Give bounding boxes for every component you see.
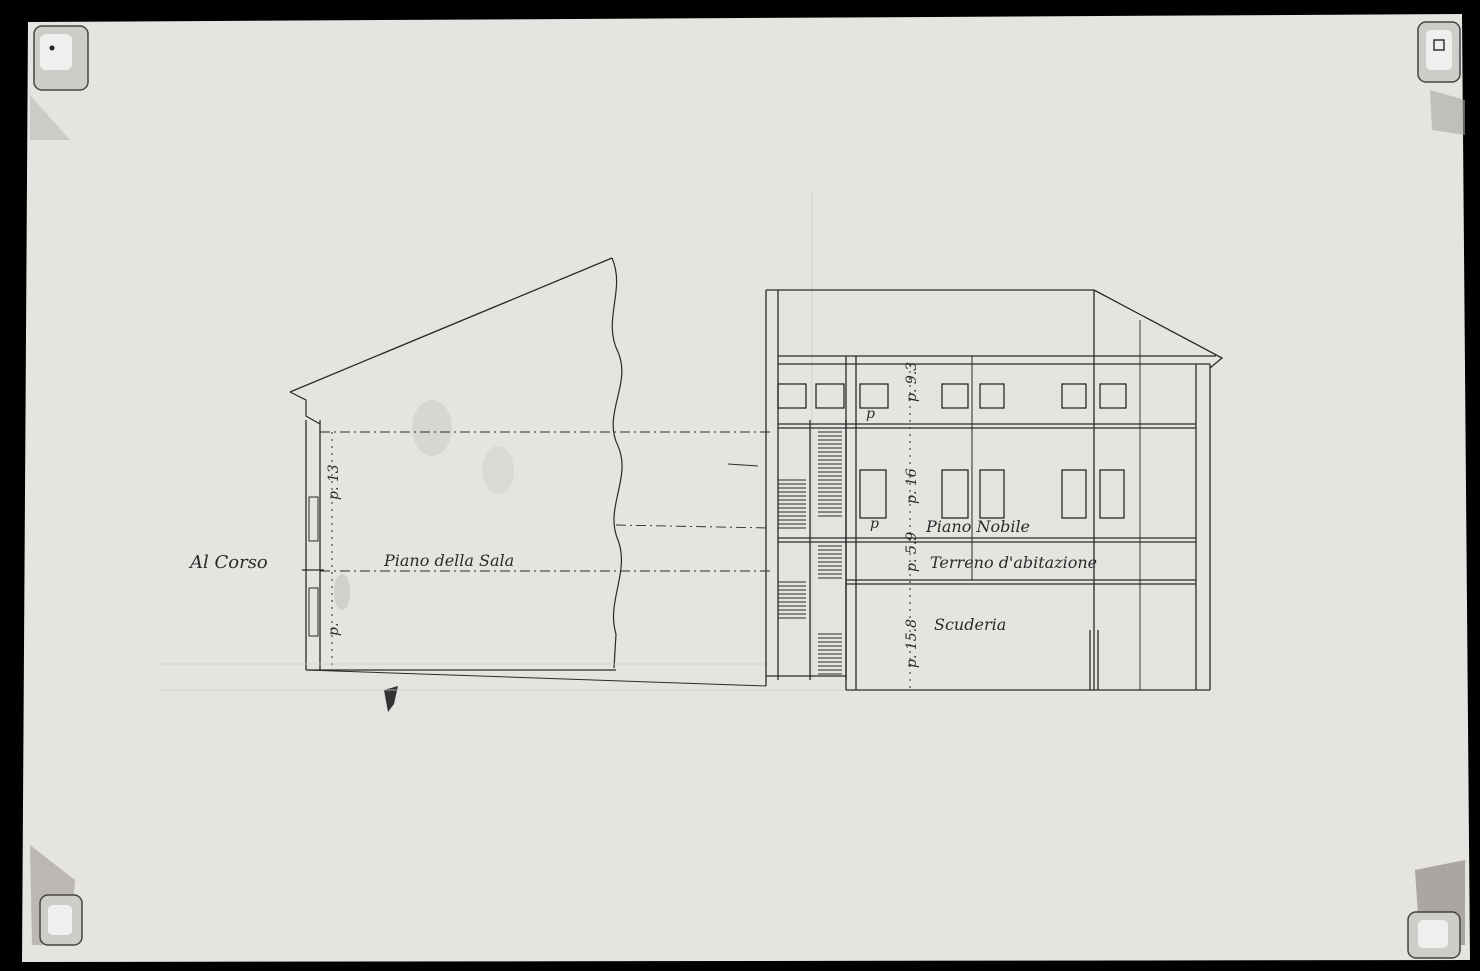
dim-left-top: p. 13	[326, 464, 342, 500]
corner-pin-bottom-right	[1407, 860, 1465, 959]
dim-right-bottom: p. 15.8	[904, 619, 920, 668]
label-ground-floor: Terreno d'abitazione	[930, 553, 1097, 572]
staircase-hatching	[778, 423, 842, 675]
label-stable: Scuderia	[934, 615, 1006, 634]
paper-sheet	[22, 14, 1470, 962]
dim-right-lower: p. 5.9	[904, 532, 920, 572]
corner-pin-top-right	[1417, 21, 1465, 135]
corner-pin-bottom-left	[30, 845, 83, 946]
dim-small-b: p	[866, 406, 875, 422]
dim-right-mid: p. 16	[904, 468, 920, 504]
dim-right-top: p. 9.3	[904, 362, 920, 402]
label-hall-floor: Piano della Sala	[383, 551, 514, 570]
label-street: Al Corso	[188, 552, 268, 573]
left-section	[289, 257, 767, 687]
floor-reference-lines	[320, 431, 771, 572]
dim-small-a: p	[870, 516, 879, 532]
dim-left-bottom: p.	[326, 623, 342, 636]
label-upper-floor: Piano Nobile	[925, 517, 1030, 536]
corner-pin-top-left	[30, 25, 89, 140]
right-section	[765, 289, 1224, 691]
